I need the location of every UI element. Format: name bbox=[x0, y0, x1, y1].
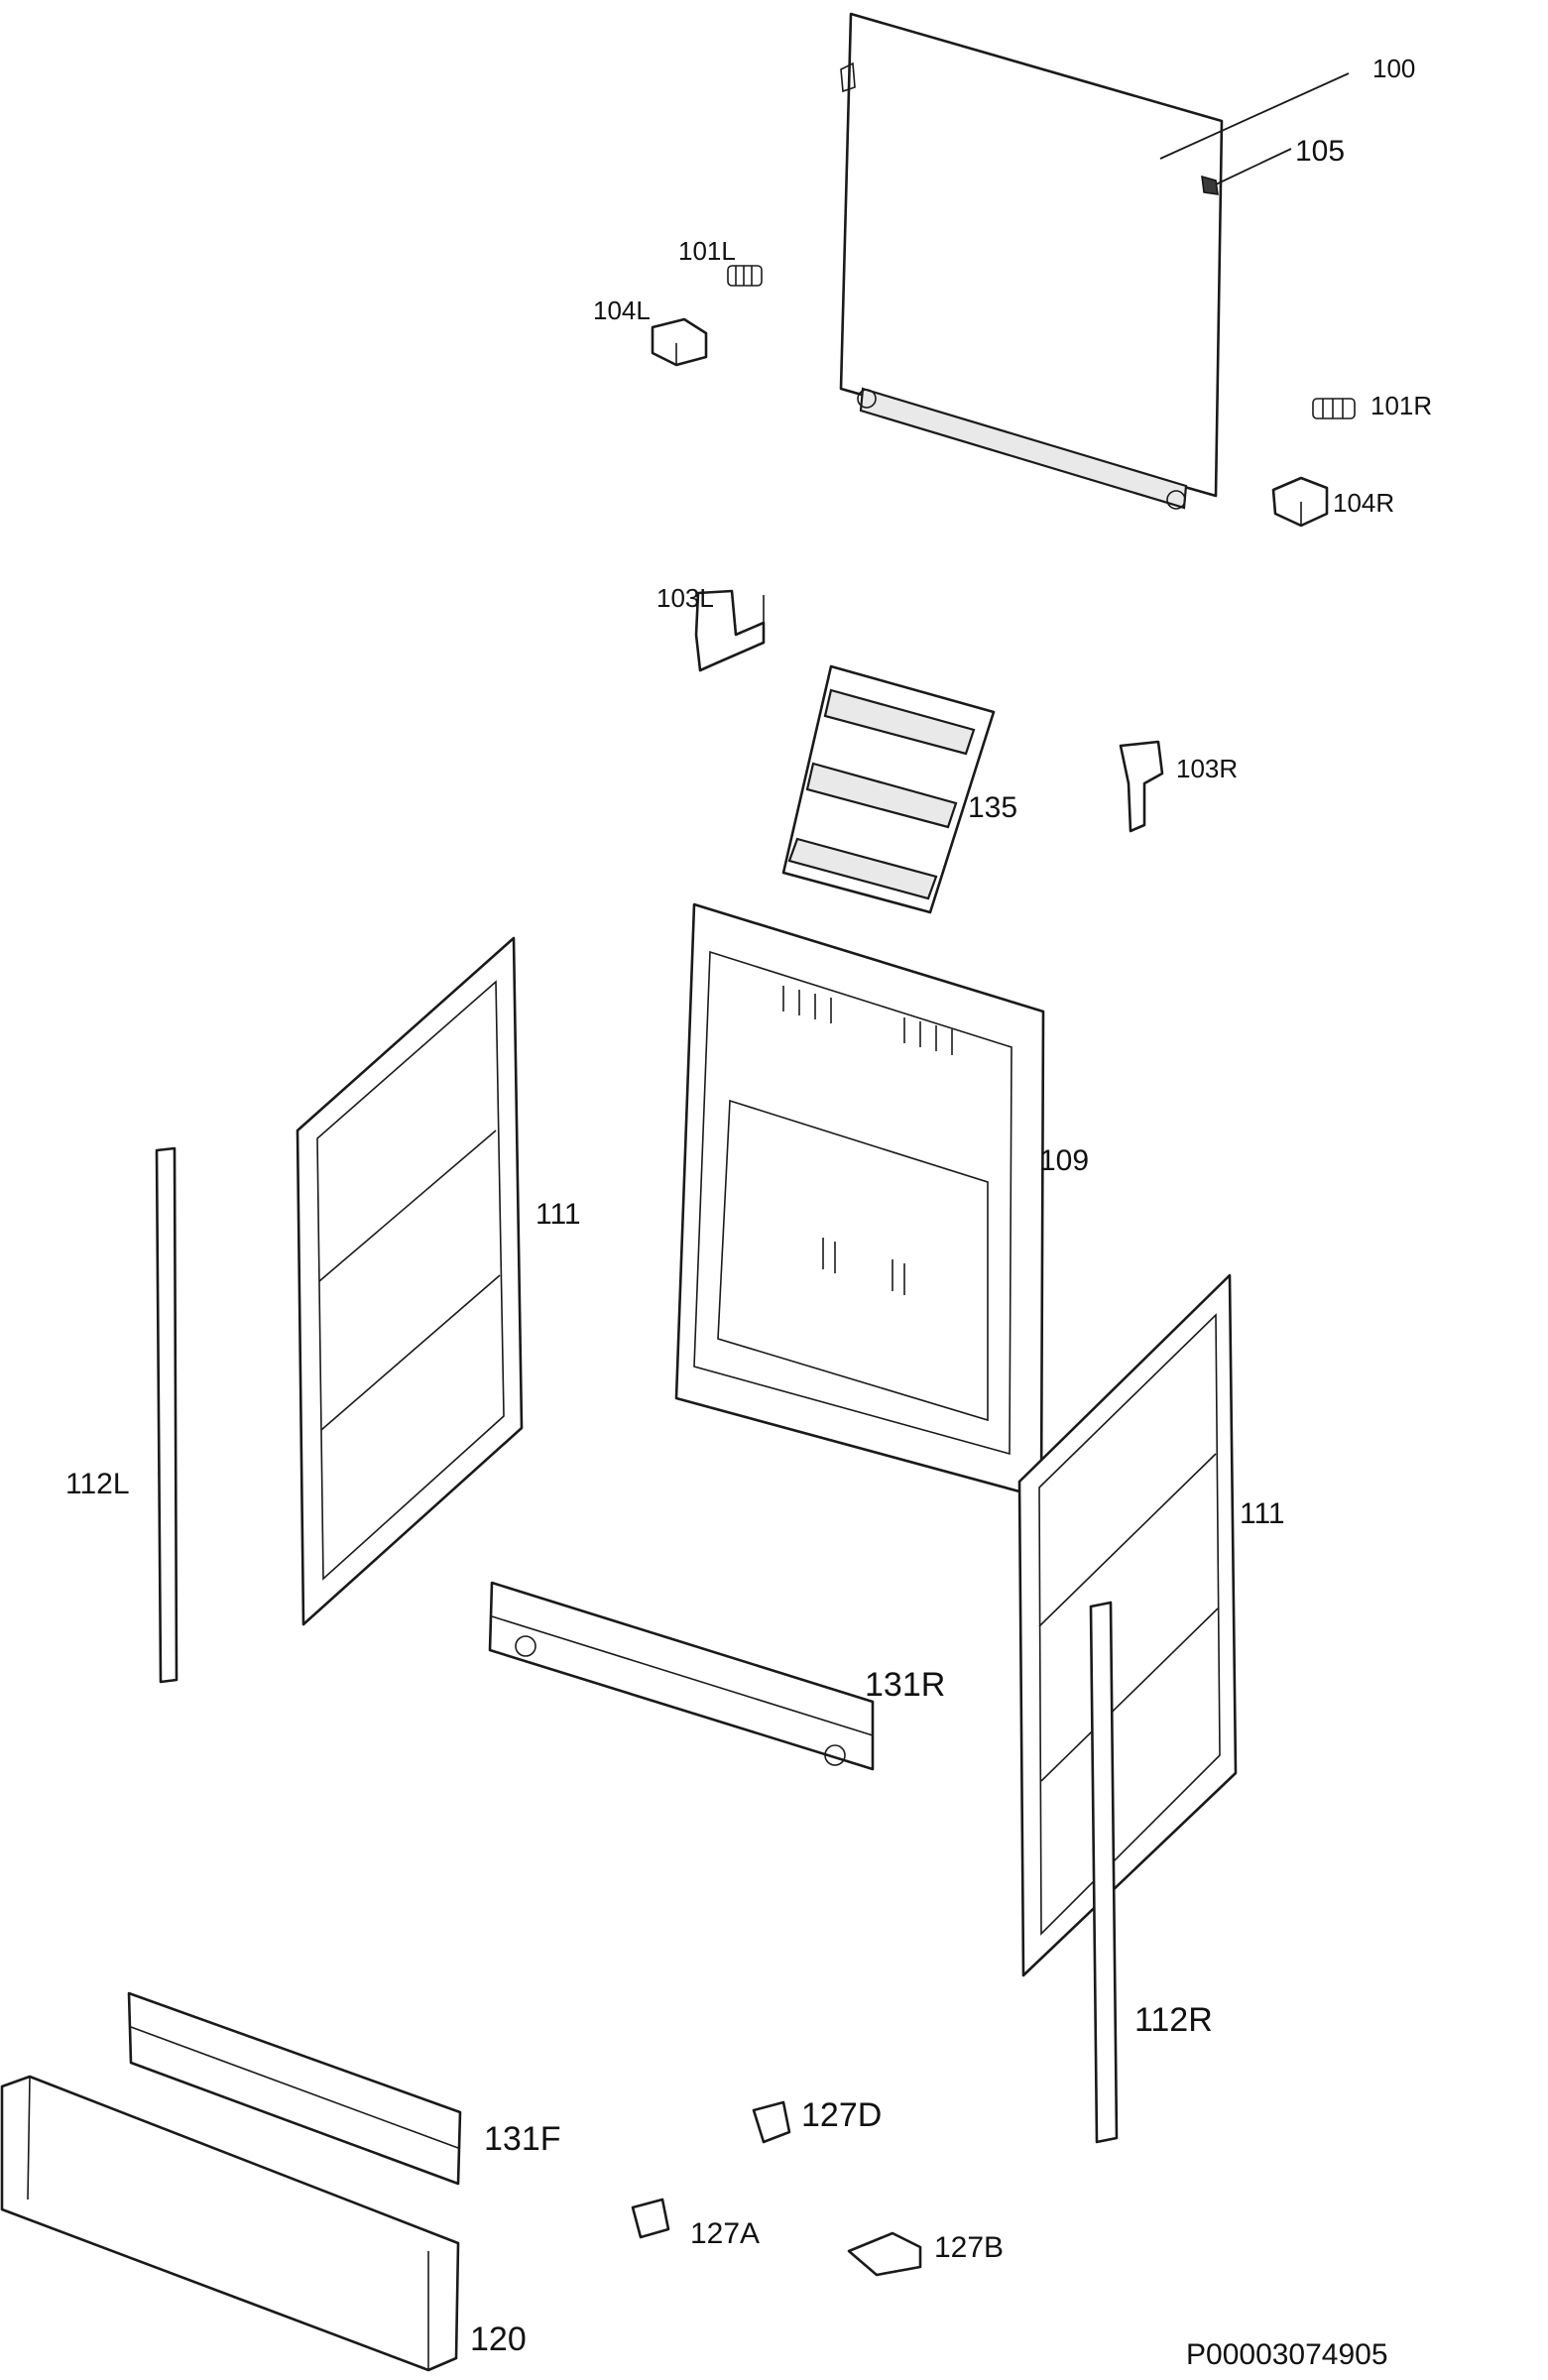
vent-slots-top bbox=[782, 986, 953, 1295]
label-part-120: 120 bbox=[470, 2320, 527, 2358]
leader-lines bbox=[1159, 72, 1350, 185]
label-part-100: 100 bbox=[1372, 54, 1415, 83]
part-104r-hinge-cover bbox=[1271, 476, 1329, 528]
part-112r-side-trim bbox=[1089, 1601, 1119, 2144]
part-100-top-panel bbox=[839, 12, 1224, 510]
part-135-heat-shield bbox=[781, 664, 996, 914]
label-part-127d: 127D bbox=[801, 2096, 882, 2134]
label-part-111-left: 111 bbox=[536, 1198, 581, 1231]
label-part-131f: 131F bbox=[484, 2120, 561, 2158]
label-part-103r: 103R bbox=[1176, 754, 1238, 783]
part-labels: 100 105 101L 104L 101R 104R 103L 103R 13… bbox=[65, 54, 1432, 2371]
label-part-131r: 131R bbox=[865, 1666, 945, 1704]
part-101r-hinge-bolt bbox=[1312, 398, 1356, 419]
label-part-101l: 101L bbox=[678, 236, 736, 266]
part-131r-rear-rail bbox=[488, 1581, 875, 1771]
label-part-104l: 104L bbox=[593, 296, 651, 325]
label-part-127b: 127B bbox=[934, 2231, 1004, 2264]
label-part-135: 135 bbox=[968, 791, 1017, 824]
part-127b-bracket bbox=[847, 2231, 922, 2277]
label-part-111-right: 111 bbox=[1240, 1497, 1285, 1530]
part-127d-clip bbox=[752, 2100, 791, 2144]
drawing-number: P00003074905 bbox=[1186, 2338, 1388, 2371]
label-part-109: 109 bbox=[1039, 1144, 1089, 1177]
part-104l-hinge-cover bbox=[651, 317, 708, 367]
part-103l-bracket bbox=[694, 589, 766, 672]
part-111-left-side-panel bbox=[296, 936, 524, 1626]
part-103r-bracket bbox=[1119, 740, 1164, 833]
label-part-112r: 112R bbox=[1134, 2001, 1213, 2039]
part-109-back-panel bbox=[674, 902, 1045, 1499]
label-part-101r: 101R bbox=[1370, 391, 1432, 420]
label-part-103l: 103L bbox=[656, 583, 714, 613]
label-part-127a: 127A bbox=[690, 2217, 760, 2250]
part-112l-side-trim bbox=[155, 1146, 179, 1684]
label-part-112l: 112L bbox=[65, 1468, 130, 1500]
part-131f-front-rail bbox=[127, 1991, 462, 2186]
part-101l-hinge-bolt bbox=[727, 265, 763, 287]
part-127a-clip bbox=[631, 2198, 670, 2239]
label-part-104r: 104R bbox=[1333, 488, 1394, 518]
part-120-plinth bbox=[0, 2075, 460, 2372]
part-111-right-side-panel bbox=[1017, 1273, 1238, 1977]
label-part-105: 105 bbox=[1295, 135, 1345, 168]
